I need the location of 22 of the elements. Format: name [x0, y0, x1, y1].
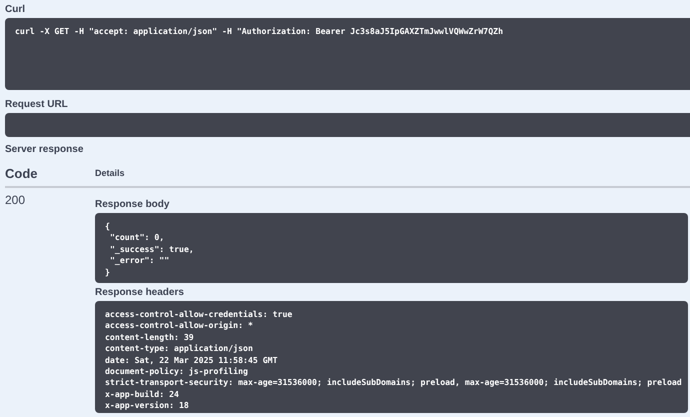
- code-line: strict-transport-security: max-age=31536000; includeSubDomains; preload, max-age=31536000; includeSubDomains; preload: [105, 377, 682, 389]
- code-line: "count": 0,: [110, 232, 164, 244]
- code-line: access-control-allow-credentials: true: [105, 309, 292, 320]
- code-line: document-policy: js-profiling: [105, 366, 248, 378]
- section-heading: Request URL: [5, 99, 68, 110]
- section-heading: Code: [5, 166, 38, 181]
- status-code: 200: [5, 193, 26, 207]
- code-line: date: Sat, 22 Mar 2025 11:58:45 GMT: [105, 354, 278, 366]
- section-heading: Details: [95, 168, 125, 178]
- section-heading: Response body: [95, 199, 170, 210]
- code-line: "_error": "": [110, 255, 170, 267]
- code-line: "_success": true,: [110, 244, 194, 256]
- code-line: curl -X GET -H "accept: application/json" -H "Authorization: Bearer Jc3s8aJ5IpGAXZTmJwwlVQWwZrW7QZh: [15, 26, 503, 38]
- code-line: content-length: 39: [105, 332, 194, 344]
- code-line: x-app-version: 18: [105, 400, 189, 412]
- section-heading: Response headers: [95, 287, 184, 298]
- code-line: }: [105, 266, 110, 278]
- code-line: content-type: application/json: [105, 343, 253, 355]
- code-line: {: [105, 221, 110, 232]
- section-heading: Curl: [5, 4, 25, 15]
- code-line: x-app-build: 24: [105, 388, 179, 400]
- code-line: access-control-allow-origin: *: [105, 320, 253, 332]
